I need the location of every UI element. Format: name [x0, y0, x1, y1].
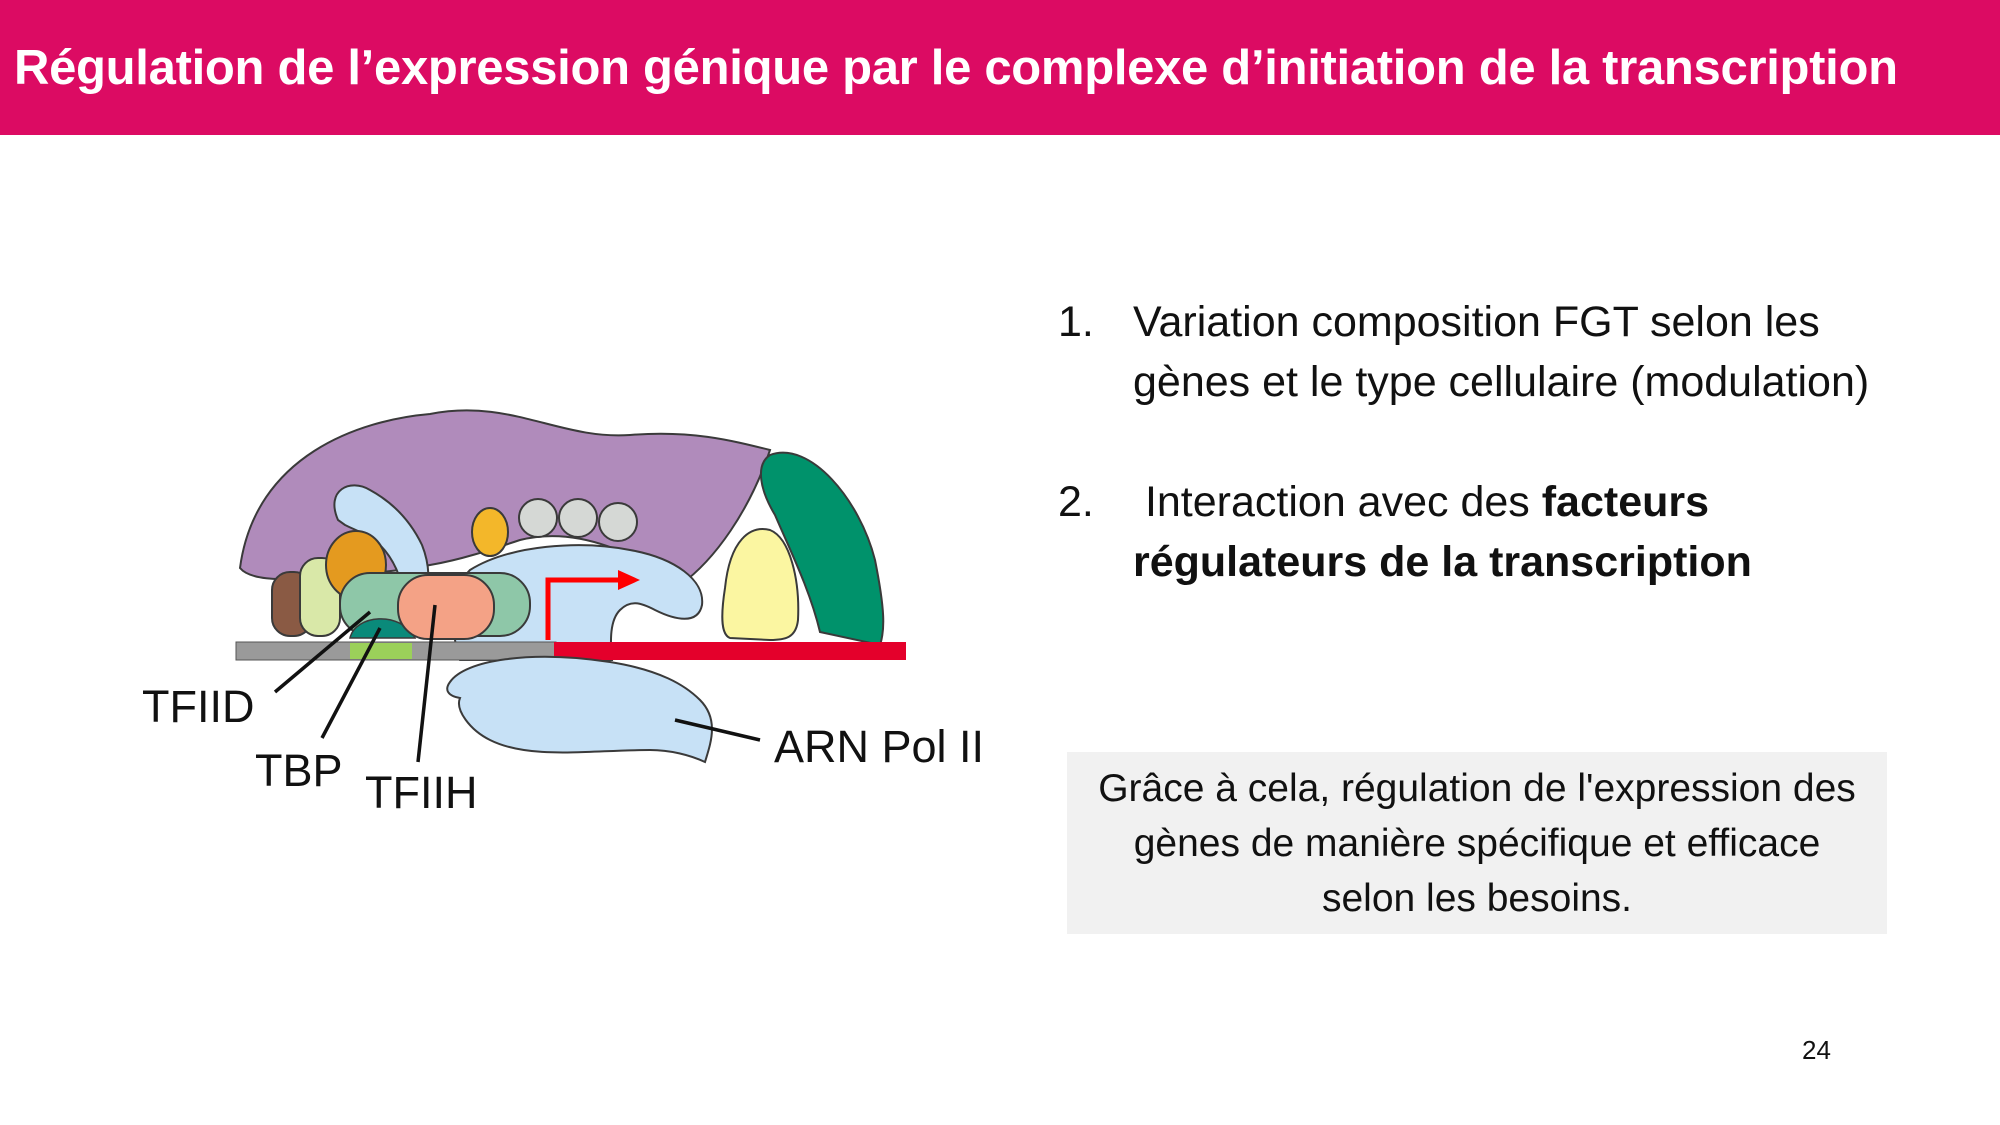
pol-ii-leader-line [674, 718, 761, 742]
summary-note-text: Grâce à cela, régulation de l'expression… [1098, 766, 1856, 920]
list-bold-text: facteurs régulateurs de la transcription [1133, 478, 1752, 586]
summary-note: Grâce à cela, régulation de l'expression… [1067, 752, 1887, 934]
tfiid-leader-line [273, 610, 372, 694]
list-number: 2. [1058, 478, 1094, 526]
grey-circle-1 [518, 498, 558, 538]
tfiih-leader-line [416, 604, 437, 763]
dna-tata-segment [350, 643, 412, 659]
title-bar: Régulation de l’expression génique par l… [0, 0, 2000, 135]
grey-circle-2 [558, 498, 598, 538]
label-arn-pol-ii: ARN Pol II [774, 721, 984, 772]
transcription-start-arrow [545, 577, 620, 640]
label-tfiid: TFIID [142, 681, 254, 732]
label-tbp: TBP [255, 745, 343, 796]
tfiih-shape [397, 574, 495, 640]
label-tfiih: TFIIH [365, 767, 477, 818]
list-item-2: 2. Interaction avec des facteurs régulat… [1058, 472, 1878, 592]
list-number: 1. [1058, 298, 1094, 346]
pol-ii-lower-shape [446, 655, 713, 764]
page-title: Régulation de l’expression génique par l… [14, 40, 1898, 95]
grey-circle-3 [598, 502, 638, 542]
numbered-list: 1. Variation composition FGT selon les g… [1058, 292, 1878, 592]
list-text: Interaction avec des [1133, 478, 1542, 526]
tbp-leader-line [320, 627, 382, 739]
transcription-complex-diagram: TFIID TBP TFIIH ARN Pol II [142, 409, 984, 818]
list-item-1: 1. Variation composition FGT selon les g… [1058, 292, 1878, 412]
list-text: Variation composition FGT selon les gène… [1133, 298, 1870, 406]
dna-red-segment [554, 642, 906, 660]
arrow-head [618, 570, 640, 590]
orange-small-circle [471, 507, 509, 557]
yellow-factor-shape [721, 528, 800, 642]
page-number: 24 [1802, 1035, 1831, 1065]
